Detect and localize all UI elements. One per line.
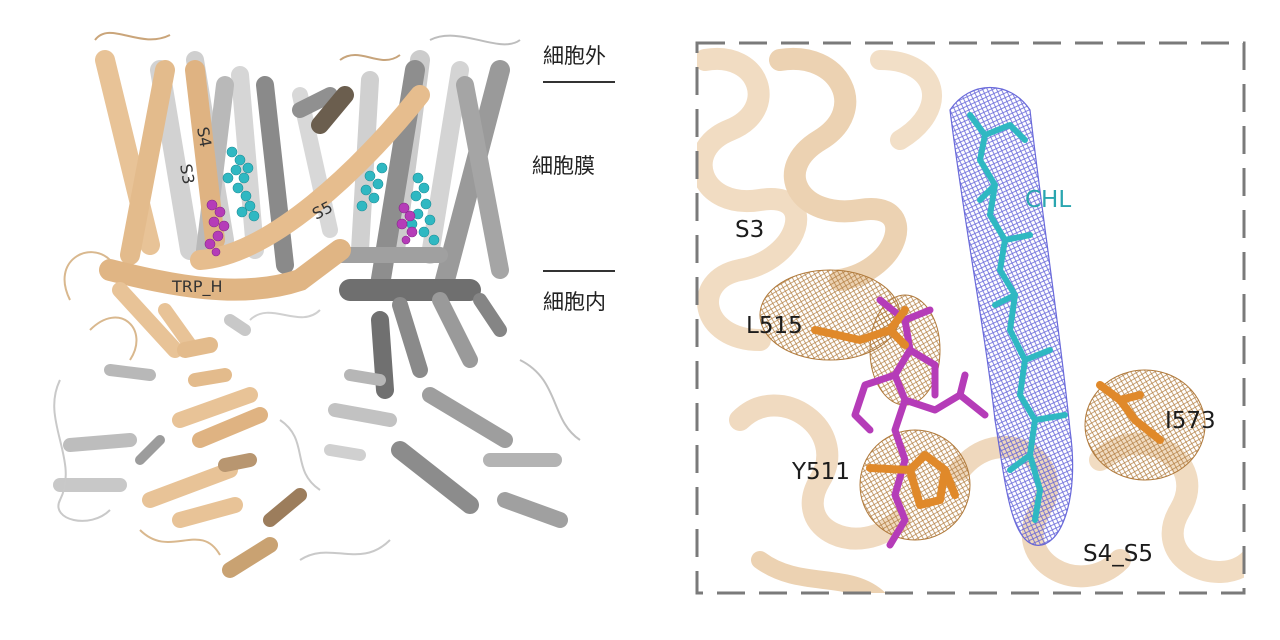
label-l515: L515 (746, 313, 803, 339)
cytoplasmic-domain (53, 292, 568, 578)
ligand-spheres (204, 199, 418, 257)
l515-sidechain (811, 306, 909, 344)
i573-sidechain (1096, 381, 1164, 444)
closeup-panel: S3 CHL L515 I573 Y511 S4_S5 (695, 41, 1246, 595)
label-membrane: 細胞膜 (532, 154, 595, 178)
ligand-stick (851, 296, 989, 549)
tan-subunit-helices (95, 50, 430, 358)
gray-subunit-helices (196, 60, 510, 301)
label-extracellular: 細胞外 (543, 44, 606, 68)
helix-label-trp-h: TRP_H (171, 277, 223, 297)
cholesterol-spheres (222, 146, 440, 246)
label-intracellular: 細胞内 (543, 290, 606, 314)
label-i573: I573 (1165, 408, 1216, 434)
label-y511: Y511 (791, 459, 850, 485)
label-s3: S3 (735, 217, 764, 243)
helix-label-s4: S4 (193, 125, 215, 148)
cholesterol-stick (967, 112, 1068, 523)
residue-sticks (811, 306, 1164, 509)
helix-label-s3: S3 (176, 162, 198, 185)
loop-coils (53, 31, 581, 561)
protein-structure-panel: S4 S3 S5 TRP_H 細胞外 細胞膜 細胞内 (53, 31, 615, 578)
label-chl: CHL (1025, 187, 1071, 213)
label-s4-s5: S4_S5 (1083, 541, 1153, 567)
closeup-dashed-frame (695, 41, 1246, 595)
